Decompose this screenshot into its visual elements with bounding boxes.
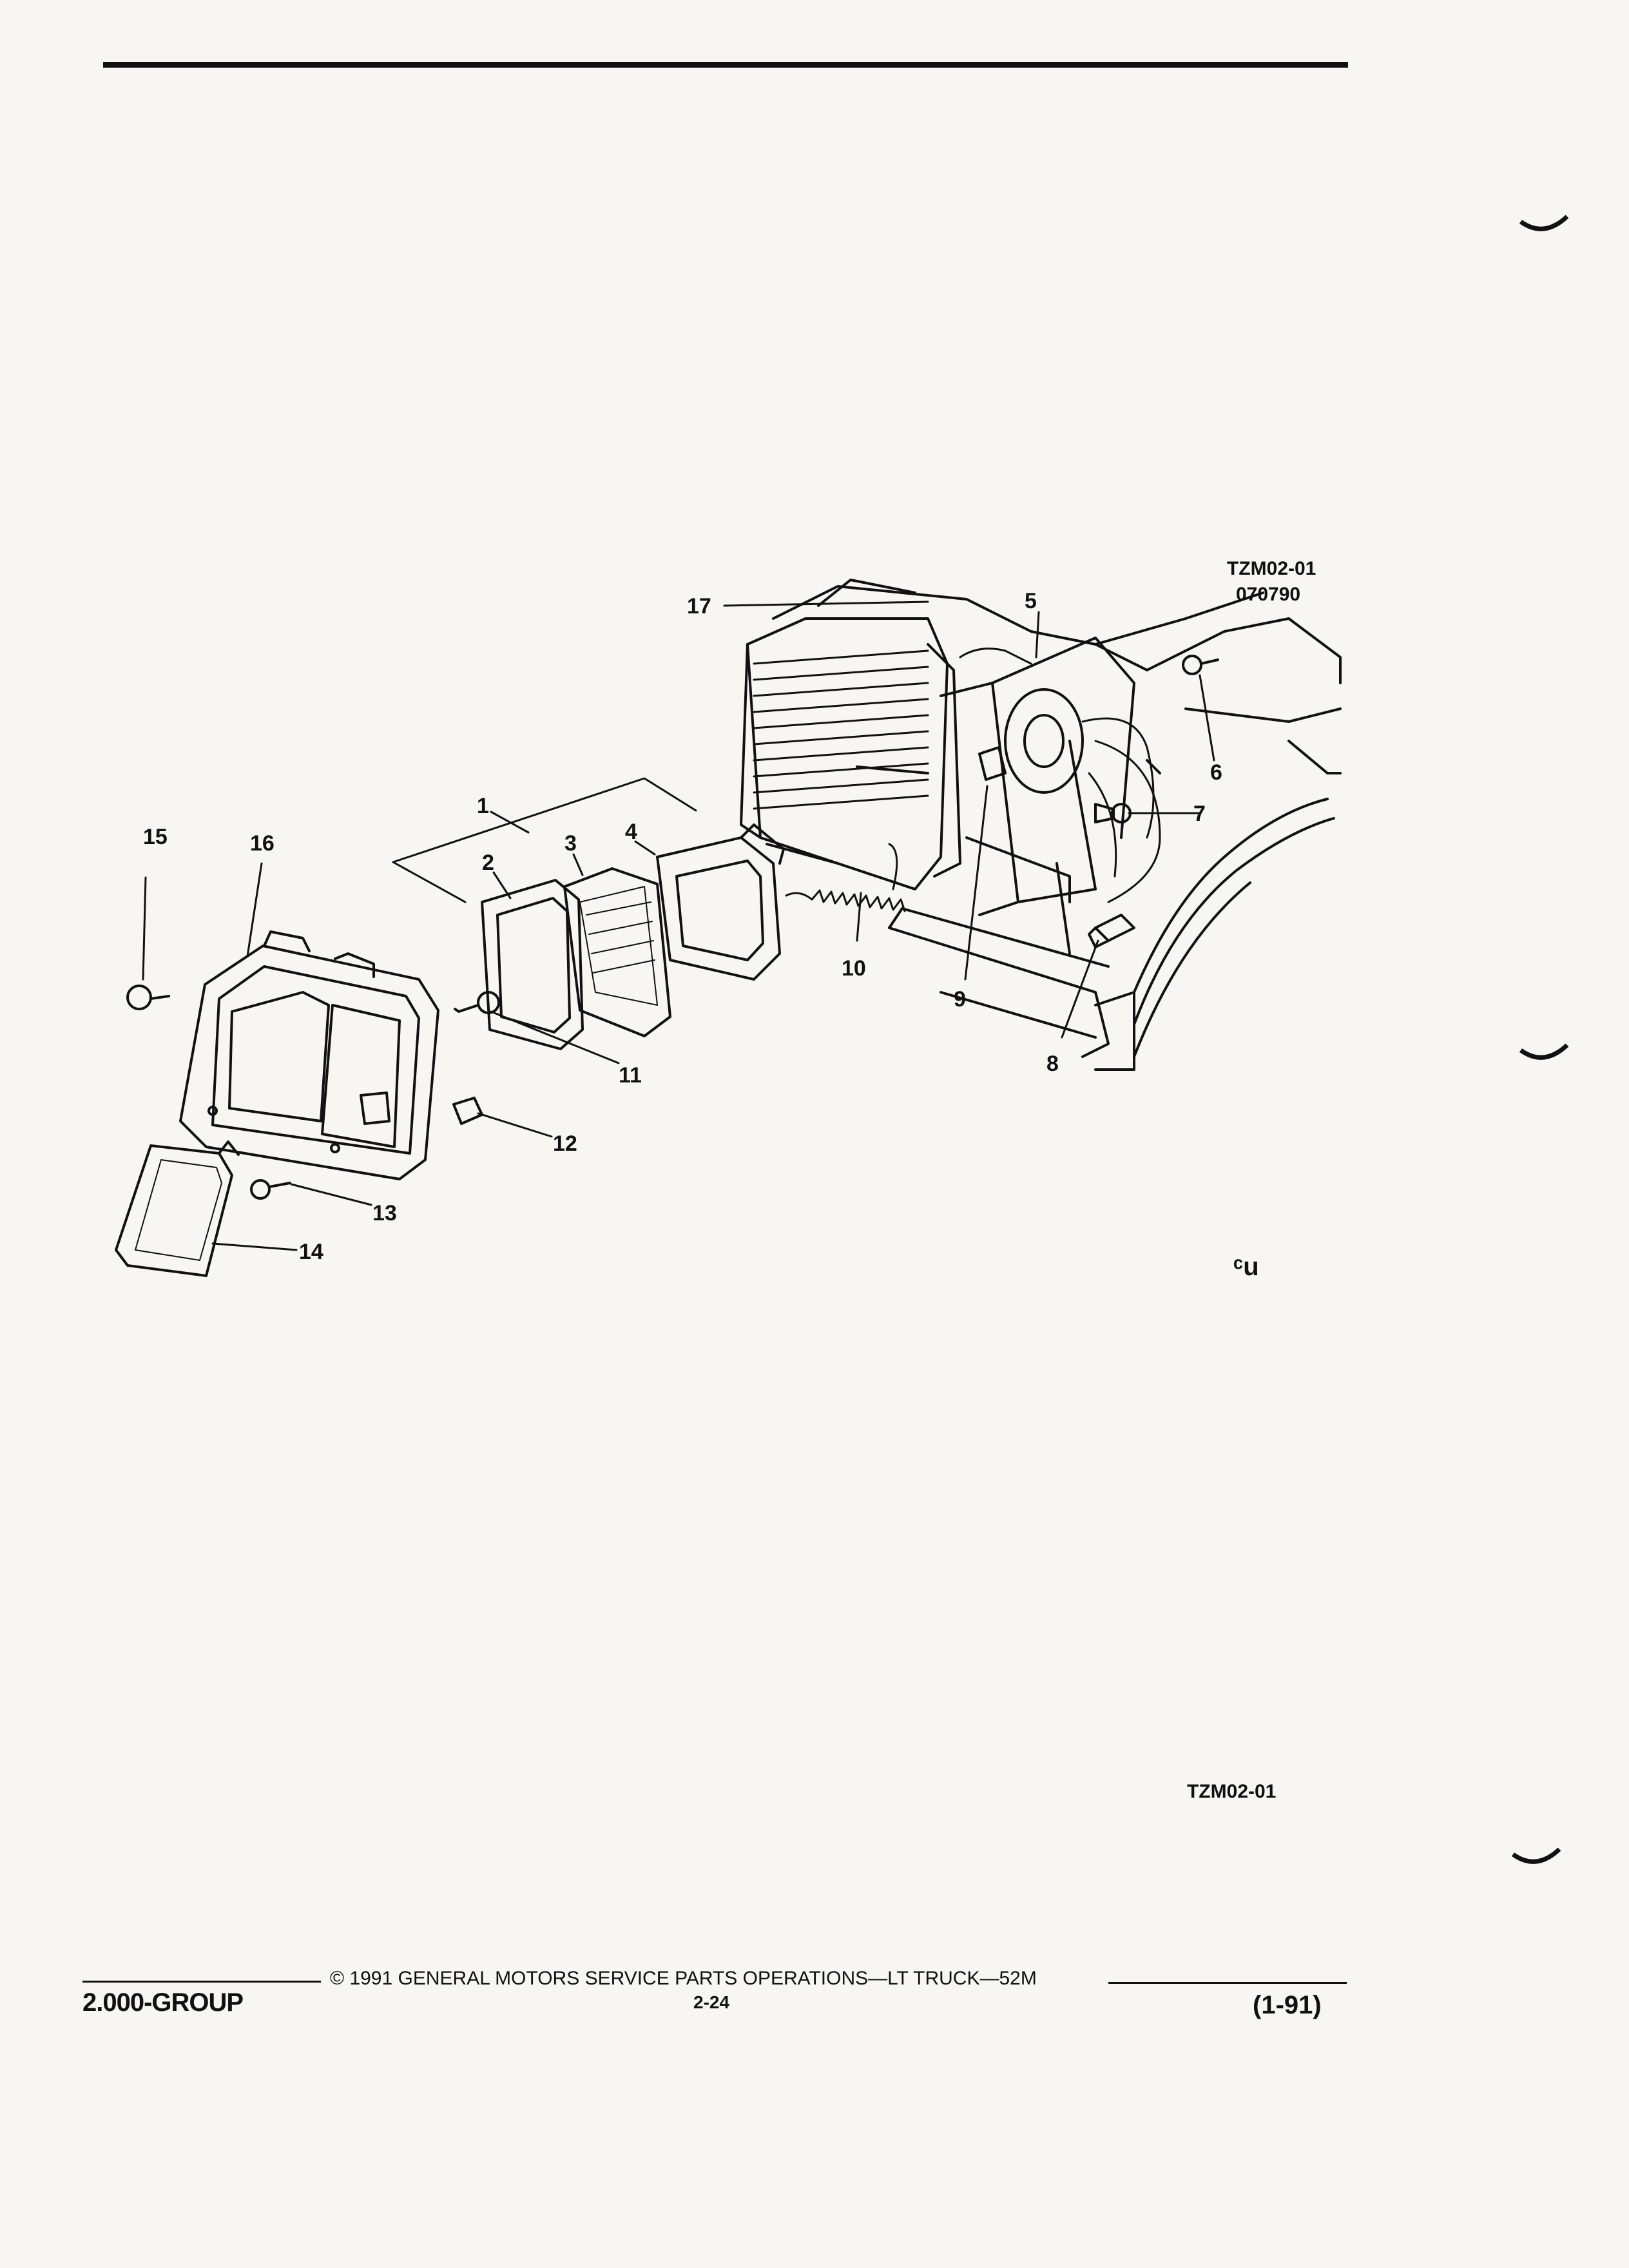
callout-9: 9 [954, 987, 966, 1012]
spring-10 [785, 843, 906, 912]
callout-14: 14 [299, 1240, 323, 1264]
headlamp-bezel [179, 930, 439, 1180]
stamp-logo: ᶜu [1233, 1253, 1259, 1281]
callout-4: 4 [625, 820, 637, 844]
leader-lines [142, 601, 1215, 1251]
assembly-bracket [392, 777, 697, 903]
footer-page-number: 2-24 [693, 1992, 730, 2012]
bolt-15 [126, 985, 170, 1010]
top-rule [103, 62, 1348, 68]
screw-11 [454, 991, 500, 1014]
footer-group: 2.000-GROUP [82, 1988, 244, 2017]
footer-date: (1-91) [1253, 1991, 1322, 2019]
callout-10: 10 [842, 956, 866, 981]
callout-11: 11 [619, 1063, 642, 1088]
callout-15: 15 [143, 825, 168, 849]
callout-12: 12 [553, 1131, 577, 1156]
callout-8: 8 [1046, 1052, 1059, 1076]
callouts: 1 2 3 4 5 6 7 8 9 10 11 12 13 14 15 16 1… [143, 558, 1316, 1264]
figure-date-code: 070790 [1236, 584, 1300, 605]
binder-mark-icon [1519, 215, 1569, 231]
radiator-support-assembly [740, 579, 1148, 1058]
callout-2: 2 [482, 850, 494, 875]
footer-copyright-rule [1108, 1982, 1347, 1984]
figure-code: TZM02-01 [1227, 558, 1316, 579]
callout-17: 17 [687, 594, 711, 619]
callout-13: 13 [372, 1201, 397, 1225]
connector [1088, 914, 1135, 948]
retainer-9 [978, 746, 1007, 781]
sealed-beam-headlamp [563, 867, 671, 1037]
fender [1094, 591, 1342, 1071]
callout-7: 7 [1193, 802, 1206, 826]
footer-copyright: © 1991 GENERAL MOTORS SERVICE PARTS OPER… [330, 1968, 1037, 1989]
bolt-6 [1182, 655, 1219, 675]
bottom-figure-code: TZM02-01 [1187, 1781, 1277, 1802]
footer-group-rule [82, 1981, 321, 1983]
screw-13 [250, 1179, 291, 1200]
callout-5: 5 [1025, 589, 1037, 613]
wiring-harness [959, 648, 1161, 903]
callout-16: 16 [250, 831, 275, 856]
callout-1: 1 [477, 794, 489, 818]
callout-3: 3 [564, 831, 577, 856]
nut-12 [452, 1097, 483, 1125]
headlamp-mounting-ring [656, 823, 785, 981]
side-marker-lamp [115, 1140, 240, 1277]
binder-mark-icon [1511, 1847, 1561, 1864]
binder-mark-icon [1519, 1043, 1569, 1060]
callout-6: 6 [1210, 760, 1222, 785]
